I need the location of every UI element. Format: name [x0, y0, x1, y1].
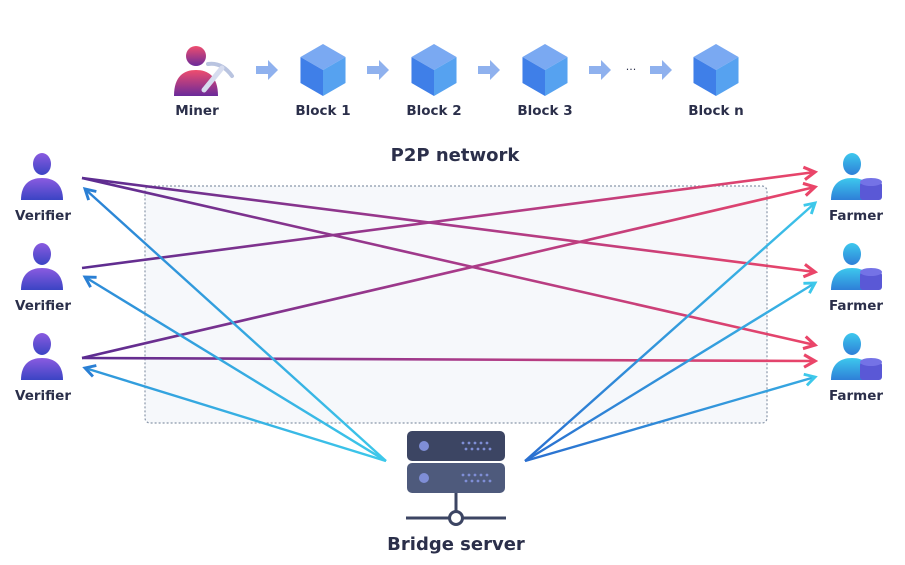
database-icon [860, 178, 882, 200]
chain-arrow-icon [589, 60, 611, 80]
farmer-icon [831, 153, 882, 200]
block-label: Block 1 [295, 103, 350, 119]
verifier-icon [21, 333, 63, 380]
farmer-label: Farmer [829, 388, 883, 404]
block-label: Block 2 [406, 103, 461, 119]
farmer-icon [831, 243, 882, 290]
database-icon [860, 268, 882, 290]
chain-arrow-icon [367, 60, 389, 80]
bridge-to-verifier-line [82, 364, 387, 463]
verifier-to-farmer-line [81, 353, 819, 369]
database-icon [860, 358, 882, 380]
bridge-to-farmer-line [524, 201, 818, 462]
bridge-server-icon [406, 431, 506, 526]
blockchain-row: Miner ... Block 1 Block 2 Block 3 Block n [174, 44, 744, 119]
block-cube-icon [411, 44, 457, 96]
miner-icon [174, 46, 234, 96]
farmer-icon [831, 333, 882, 380]
verifier-icon [21, 243, 63, 290]
verifier-to-farmer-line [81, 176, 819, 279]
chain-arrow-icon [256, 60, 278, 80]
block-cube-icon [300, 44, 346, 96]
chain-arrow-icon [650, 60, 672, 80]
bridge-to-farmer-line [524, 372, 818, 463]
chain-ellipsis: ... [626, 60, 637, 73]
verifier-label: Verifier [15, 298, 71, 314]
bridge-server-label: Bridge server [387, 534, 525, 555]
verifier-to-farmer-line [81, 165, 819, 270]
farmer-label: Farmer [829, 208, 883, 224]
p2p-network-area [144, 185, 768, 424]
chain-arrow-icon [478, 60, 500, 80]
bridge-to-verifier-line [82, 187, 387, 462]
verifier-label: Verifier [15, 388, 71, 404]
bridge-to-farmer-line [524, 281, 818, 463]
block-label: Block n [688, 103, 743, 119]
p2p-network-title: P2P network [391, 145, 521, 166]
verifier-label: Verifier [15, 208, 71, 224]
server-unit-bottom [407, 463, 505, 493]
block-cube-icon [693, 44, 739, 96]
farmer-label: Farmer [829, 298, 883, 314]
miner-label: Miner [175, 103, 219, 119]
block-cube-icon [522, 44, 568, 96]
verifier-to-farmer-line [81, 181, 819, 360]
block-label: Block 3 [517, 103, 572, 119]
verifier-icon [21, 153, 63, 200]
server-unit-top [407, 431, 505, 461]
verifier-to-farmer-line [81, 176, 819, 351]
bridge-to-verifier-line [82, 275, 387, 463]
connection-lines [81, 165, 819, 463]
